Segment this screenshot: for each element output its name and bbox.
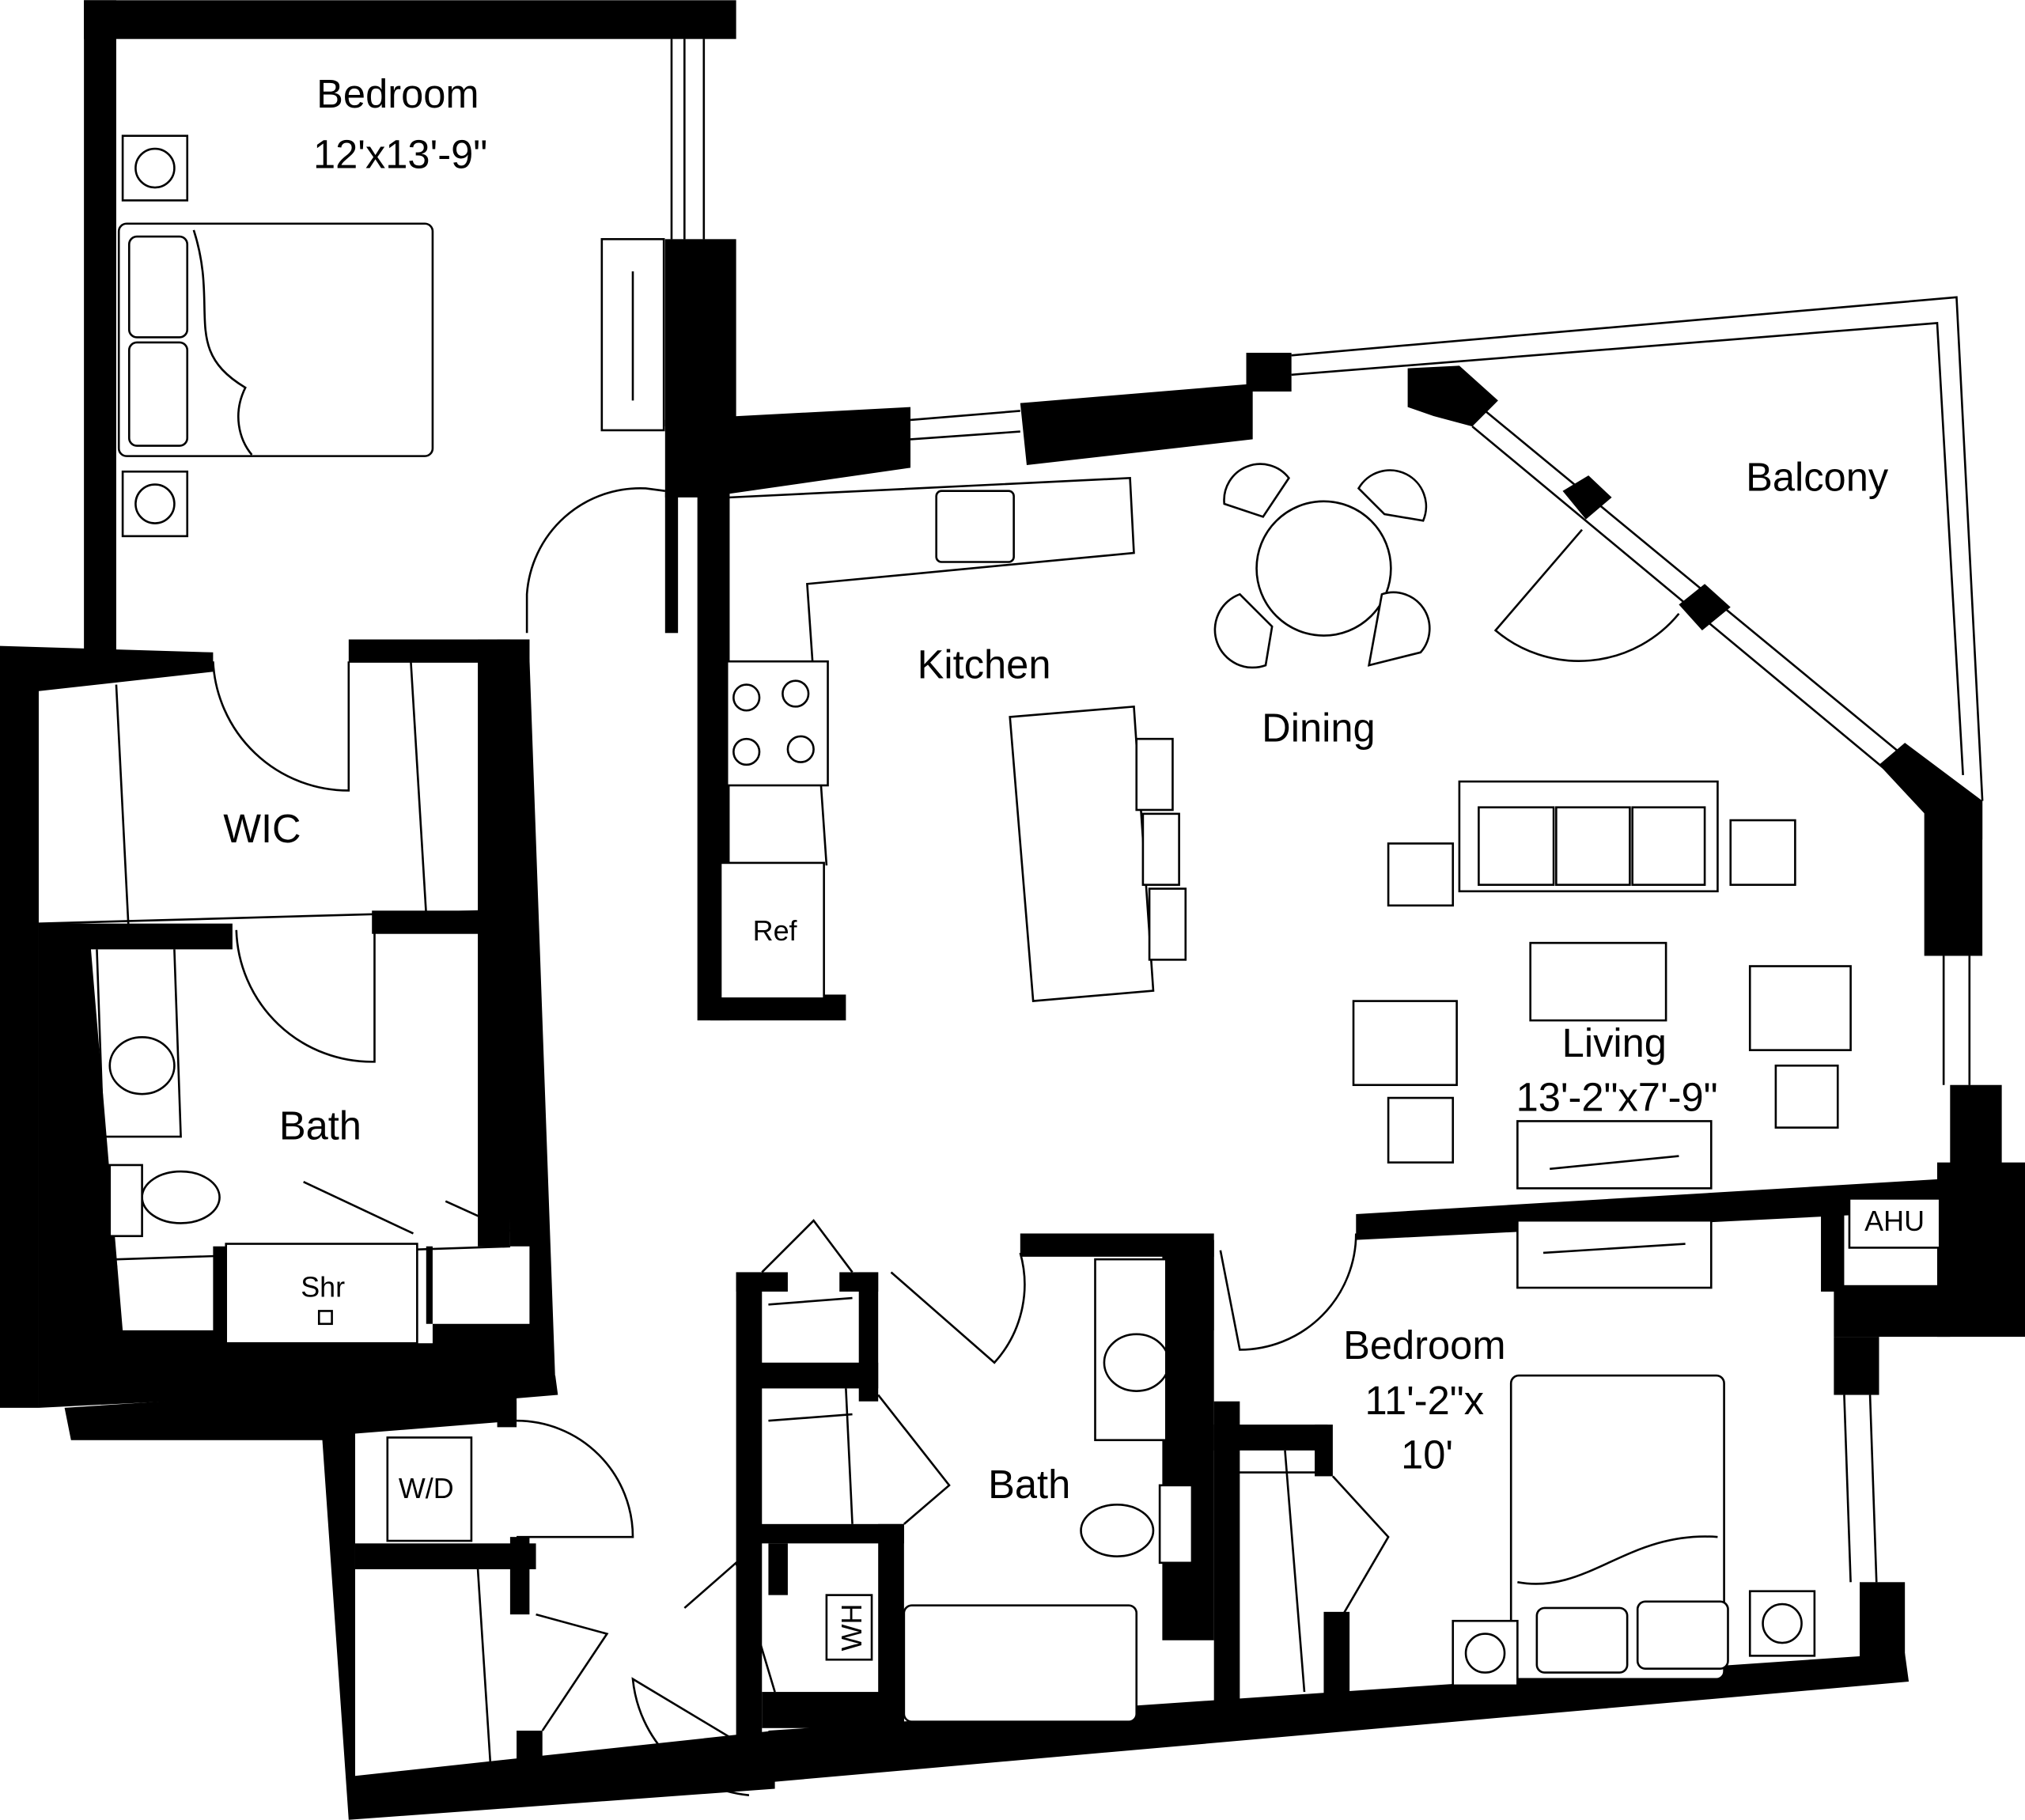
bathtub xyxy=(903,1604,1138,1723)
kitchen-sink-icon xyxy=(935,490,1015,563)
living-size: 13'-2"x7'-9" xyxy=(1516,1074,1718,1119)
dining-label: Dining xyxy=(1262,705,1375,750)
shower-label: Shr xyxy=(301,1270,345,1303)
stove-icon xyxy=(725,660,829,787)
shower xyxy=(225,1243,418,1345)
balcony-label: Balcony xyxy=(1746,455,1889,500)
ref-label: Ref xyxy=(753,914,798,947)
furniture xyxy=(108,134,1941,1723)
bedroom1-label: Bedroom xyxy=(316,71,479,116)
ahu-label: AHU xyxy=(1864,1205,1925,1237)
bath2-label: Bath xyxy=(988,1462,1070,1507)
bath1-label: Bath xyxy=(279,1103,361,1148)
windows-and-outlines xyxy=(38,39,1984,1796)
wic-label: WIC xyxy=(223,806,301,851)
ahu-unit xyxy=(1848,1198,1941,1249)
kitchen-label: Kitchen xyxy=(918,641,1051,687)
washer-dryer-label: W/D xyxy=(399,1472,454,1504)
bedroom2-label: Bedroom xyxy=(1343,1322,1505,1368)
refrigerator xyxy=(719,861,825,1000)
living-label: Living xyxy=(1562,1020,1667,1065)
labels: Bedroom 12'x13'-9" Balcony Kitchen Dinin… xyxy=(223,71,1925,1652)
bedroom2-size-line2: 10' xyxy=(1401,1432,1453,1478)
bedroom1-size: 12'x13'-9" xyxy=(313,132,487,177)
bedroom2-size-line1: 11'-2"x xyxy=(1365,1378,1484,1423)
dining-table xyxy=(1255,500,1392,637)
water-heater-label: WH xyxy=(835,1604,868,1652)
